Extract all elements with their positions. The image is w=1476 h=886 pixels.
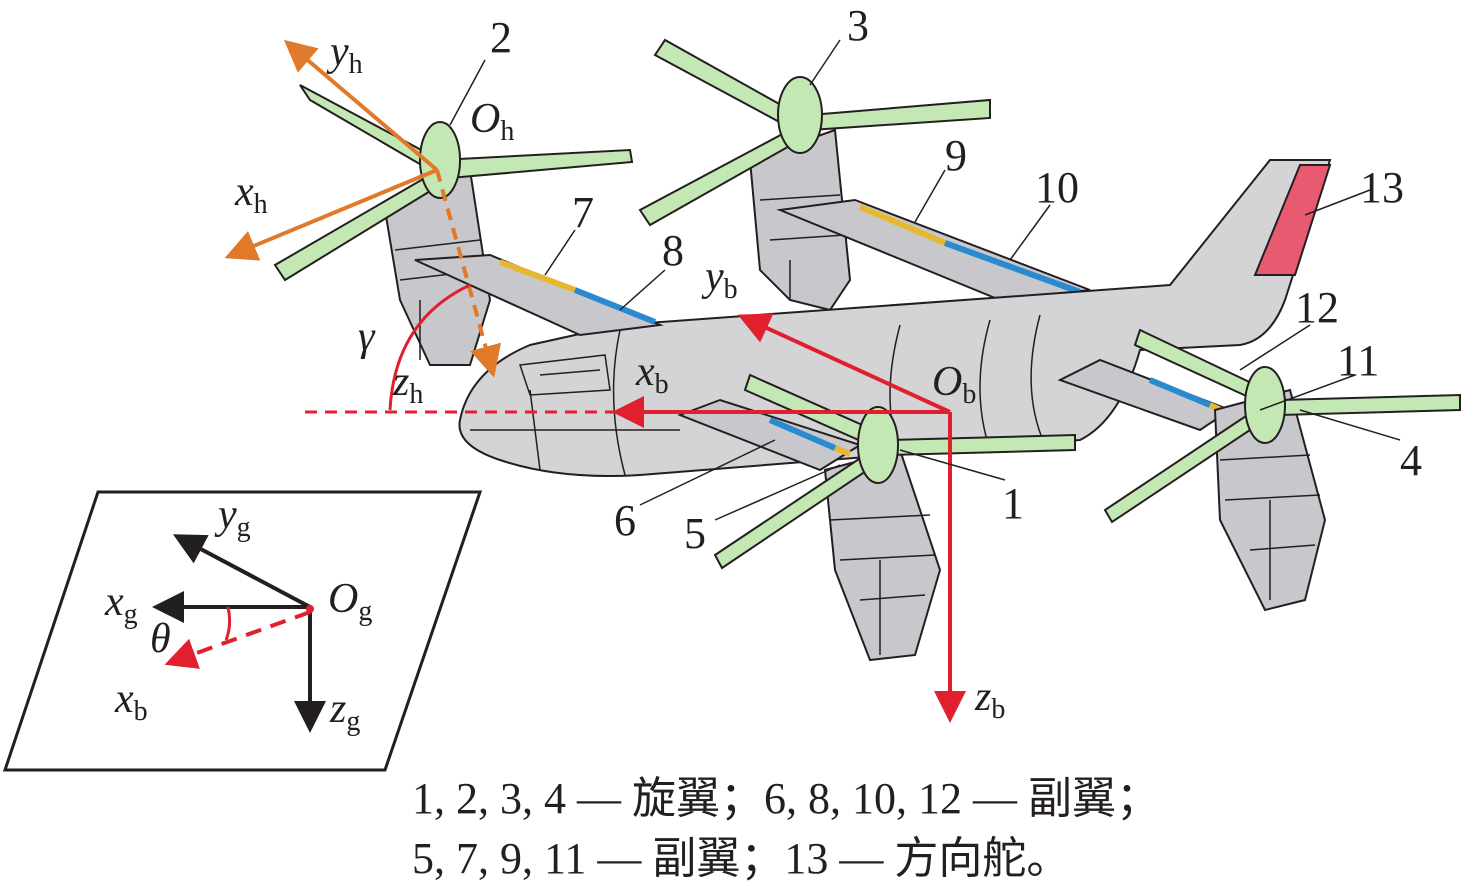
theta-arc — [224, 606, 232, 641]
gamma-arc — [388, 283, 471, 411]
caption-line-2: 5, 7, 9, 11 — 副翼；13 — 方向舵。 — [412, 834, 1071, 883]
label-1: 1 — [1002, 479, 1024, 528]
axis-label-zg: zg — [329, 686, 360, 737]
rotor-1 — [713, 373, 1076, 662]
axis-label-Oh: Oh — [470, 96, 514, 147]
axis-label-Og: Og — [328, 576, 372, 627]
label-3: 3 — [847, 1, 869, 50]
axis-label-xh: xh — [234, 169, 268, 220]
label-7: 7 — [572, 188, 594, 237]
label-10: 10 — [1035, 163, 1079, 212]
yb-axis — [737, 313, 951, 414]
hub — [777, 76, 823, 154]
label-13: 13 — [1360, 163, 1404, 212]
rotor-frame — [224, 39, 502, 411]
rotor-3 — [638, 38, 991, 312]
label-4: 4 — [1400, 436, 1422, 485]
axis-label-xg: xg — [104, 579, 138, 630]
theta-label: θ — [150, 616, 171, 662]
yh-axis — [283, 39, 439, 172]
rotor-4 — [1103, 328, 1461, 612]
zh-axis — [435, 169, 502, 378]
label-12: 12 — [1295, 283, 1339, 332]
axis-label-xb: xb — [635, 349, 669, 400]
axis-label-yb: yb — [701, 254, 738, 305]
caption-line-1: 1, 2, 3, 4 — 旋翼；6, 8, 10, 12 — 副翼； — [412, 774, 1160, 823]
label-6: 6 — [614, 496, 636, 545]
axis-label-yg: yg — [214, 492, 251, 543]
leader-lines — [449, 39, 1401, 521]
label-5: 5 — [684, 509, 706, 558]
label-9: 9 — [945, 131, 967, 180]
axis-label-yh: yh — [326, 29, 363, 80]
axis-label-xb-ground: xb — [114, 676, 148, 727]
label-8: 8 — [662, 226, 684, 275]
axis-label-zb: zb — [974, 674, 1005, 725]
wing-left-front — [414, 253, 664, 337]
label-2: 2 — [490, 13, 512, 62]
axis-label-Ob: Ob — [932, 359, 976, 410]
body-frame — [305, 313, 966, 723]
gamma-label: γ — [358, 314, 376, 360]
rudder-13 — [1253, 164, 1332, 276]
xb-projection-axis — [164, 610, 311, 669]
ground-frame — [2, 490, 483, 772]
yg-axis — [172, 534, 311, 609]
xh-axis — [224, 168, 438, 261]
label-11: 11 — [1337, 336, 1379, 385]
axis-label-zh: zh — [392, 359, 423, 410]
